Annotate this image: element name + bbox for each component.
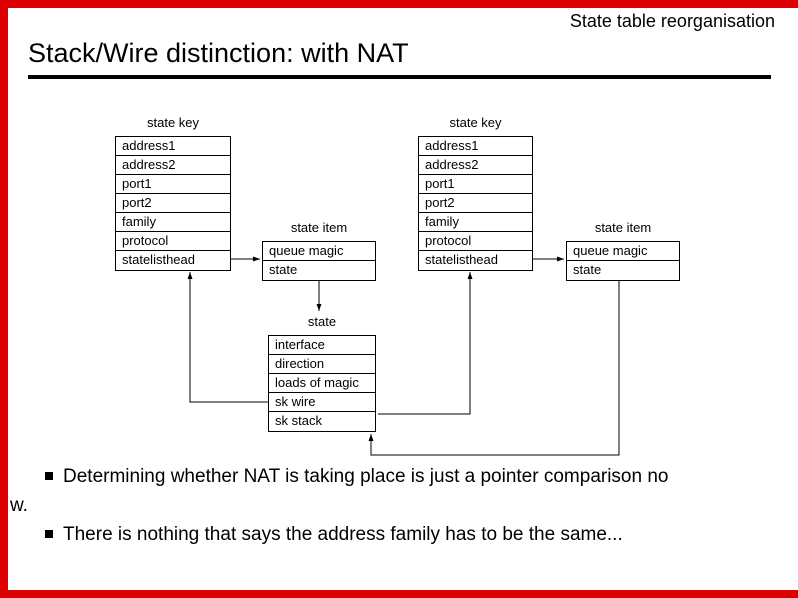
table-row: address2 xyxy=(116,156,230,175)
bullet-square-icon xyxy=(45,530,53,538)
table-row: sk wire xyxy=(269,393,375,412)
table-row: port1 xyxy=(419,175,532,194)
bullet-text: There is nothing that says the address f… xyxy=(63,524,623,545)
state-item-right: state item queue magic state xyxy=(566,219,680,281)
table-row: statelisthead xyxy=(425,252,498,267)
table-row: protocol xyxy=(419,232,532,251)
state-key-right: state key address1 address2 port1 port2 … xyxy=(418,114,533,271)
red-bar-bottom xyxy=(0,590,798,598)
red-bar-left xyxy=(0,0,8,598)
table-row: port2 xyxy=(116,194,230,213)
table-label: state key xyxy=(449,115,502,130)
table-row: port1 xyxy=(116,175,230,194)
bullet-item: Determining whether NAT is taking place … xyxy=(45,466,668,488)
table-row: state xyxy=(269,262,298,277)
table-row: protocol xyxy=(116,232,230,251)
table-label: state item xyxy=(594,220,652,235)
bullet-item: There is nothing that says the address f… xyxy=(45,524,623,546)
table-row: family xyxy=(419,213,532,232)
arrow-right-item-to-state xyxy=(368,281,620,456)
state-item-left: state item queue magic state xyxy=(262,219,376,281)
table-row: port2 xyxy=(419,194,532,213)
table-row: family xyxy=(116,213,230,232)
table-row: queue magic xyxy=(567,242,679,261)
table-row: loads of magic xyxy=(269,374,375,393)
table-row: address1 xyxy=(116,137,230,156)
title-underline xyxy=(28,75,771,79)
table-label: state key xyxy=(146,115,200,130)
table-row: direction xyxy=(269,355,375,374)
table-row: state xyxy=(573,262,602,277)
table-row: interface xyxy=(269,336,375,355)
bullet-text: Determining whether NAT is taking place … xyxy=(63,466,669,487)
arrow-sk-stack-to-right-key xyxy=(378,272,473,415)
table-label: state xyxy=(307,314,337,329)
table-row: address1 xyxy=(419,137,532,156)
table-row: address2 xyxy=(419,156,532,175)
table-row: statelisthead xyxy=(122,252,195,267)
slide-context-title: State table reorganisation xyxy=(569,11,775,31)
arrow-sk-wire-to-left-key xyxy=(187,272,268,403)
page-title: Stack/Wire distinction: with NAT xyxy=(28,38,409,68)
bullet-square-icon xyxy=(45,472,53,480)
state-key-left: state key address1 address2 port1 port2 … xyxy=(115,114,231,271)
state-table: state interface direction loads of magic… xyxy=(268,313,376,432)
red-bar-top xyxy=(0,0,798,8)
table-row: sk stack xyxy=(275,413,322,428)
bullet-text-continuation: w. xyxy=(10,495,28,516)
table-label: state item xyxy=(290,220,348,235)
table-row: queue magic xyxy=(263,242,375,261)
